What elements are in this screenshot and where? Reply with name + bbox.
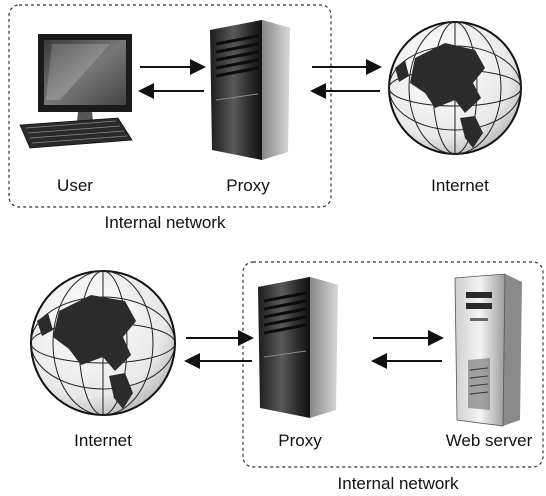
user-computer <box>19 34 133 149</box>
tower-server-icon <box>210 20 290 160</box>
internal-network-label-bottom: Internal network <box>338 474 459 493</box>
internal-network-boundary <box>8 4 332 208</box>
proxy-server-top <box>210 20 290 160</box>
internet-globe-bottom <box>30 270 176 416</box>
internet-globe-top <box>388 21 522 155</box>
internal-network-boundary <box>242 261 544 468</box>
globe-icon <box>30 270 176 416</box>
internal-network-label-top: Internal network <box>105 213 226 232</box>
internet-label-bottom: Internet <box>74 431 132 450</box>
proxy-server-bottom <box>258 277 338 418</box>
globe-icon <box>388 21 522 155</box>
tower-server-icon <box>258 277 338 418</box>
web-server-label: Web server <box>446 431 533 450</box>
keyboard-icon <box>19 117 133 149</box>
web-server <box>454 273 522 427</box>
user-label: User <box>57 176 93 195</box>
proxy-label-bottom: Proxy <box>278 431 322 450</box>
proxy-label-top: Proxy <box>226 176 270 195</box>
monitor-icon <box>38 34 132 138</box>
internet-label-top: Internet <box>431 176 489 195</box>
rack-server-icon <box>454 273 522 427</box>
